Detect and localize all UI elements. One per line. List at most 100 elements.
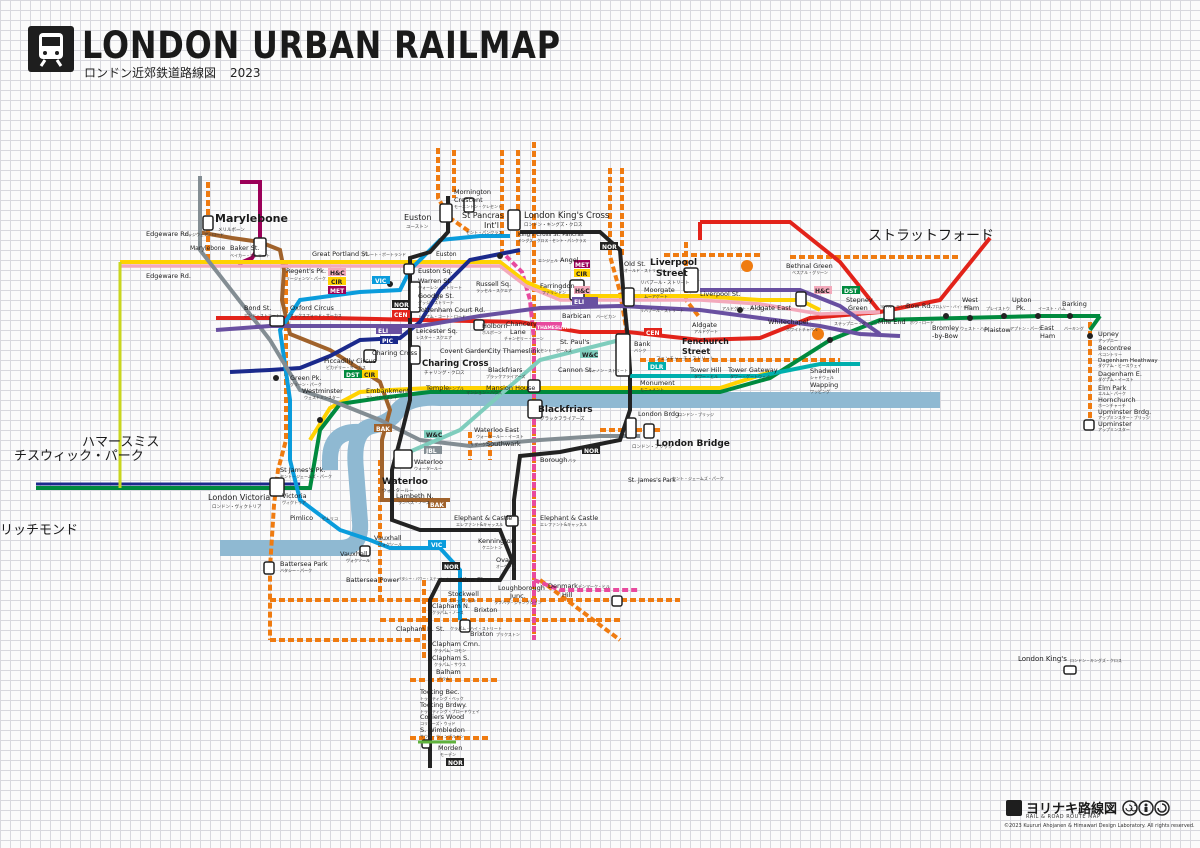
label-shadwell-jp: シャドウェル bbox=[810, 374, 834, 380]
label-elephant-1: Elephant & Castle bbox=[454, 514, 512, 522]
train-logo-icon bbox=[28, 26, 74, 72]
label-dagenham-e-jp: ダゲナム・イースト bbox=[1098, 376, 1134, 382]
label-liverpool-street-jp: リバプール・ストリート bbox=[640, 280, 690, 286]
label-vauxhall-1: Vauxhall bbox=[374, 534, 402, 542]
label-tower-gateway-jp: タワー・ゲートウェイ bbox=[730, 373, 770, 379]
label-pimlico-jp: ピムリコ bbox=[322, 516, 338, 521]
label-brixton-2: Brixton bbox=[470, 630, 493, 638]
label-baker-st: Baker St. bbox=[230, 244, 259, 252]
label-oval: Oval bbox=[496, 556, 511, 564]
badge-nor-3: NOR bbox=[602, 244, 617, 251]
badge-thameslink: THAMESLINK bbox=[537, 325, 570, 331]
label-st-james-pk-2-jp: セント・ジェームズ・パーク bbox=[672, 475, 724, 481]
label-dagenham-heathway: Dagenham Heathway bbox=[1098, 358, 1158, 364]
label-old-st: Old St. bbox=[624, 260, 646, 268]
label-hornchurch-jp: ホーンチャーチ bbox=[1098, 403, 1126, 408]
label-edgeware-1: Edgeware Rd. bbox=[146, 230, 191, 238]
footer-brand: ヨリナキ路線図 bbox=[1026, 802, 1118, 817]
label-temple: Temple bbox=[425, 384, 449, 392]
label-tottenham: Tottenham Court Rd. bbox=[417, 306, 485, 314]
overground-roundels bbox=[741, 260, 824, 340]
label-temple-jp: テンプル bbox=[448, 385, 464, 391]
label-clapham-n: Clapham N. bbox=[432, 602, 470, 610]
label-hornchurch: Hornchurch bbox=[1098, 396, 1136, 404]
label-aldgate: Aldgate bbox=[692, 321, 717, 329]
label-dagenham-e: Dagenham E. bbox=[1098, 370, 1142, 378]
label-bethnal-green: Bethnal Green bbox=[786, 262, 833, 270]
badge-dst-1: DST bbox=[346, 372, 360, 379]
label-westminster-jp: ウェストミンスター bbox=[304, 394, 340, 400]
label-elephant-2: Elephant & Castle bbox=[540, 514, 598, 522]
label-victoria: Victoria bbox=[282, 492, 307, 500]
place-chiswick-park: チスウィック・パーク bbox=[14, 449, 144, 464]
place-stratford: ストラットフォード bbox=[868, 228, 994, 244]
label-moorgate: Moorgate bbox=[644, 286, 675, 294]
label-edgeware-1-jp: エッジウェア・ロード bbox=[184, 231, 224, 237]
label-tower-hill-jp: タワー・ヒル bbox=[694, 373, 718, 379]
label-blackfriars-small-jp: ブラックフライアーズ bbox=[486, 373, 526, 379]
badge-wc-1: W&C bbox=[426, 432, 443, 439]
label-elephant-2-jp: エレファント&キャッスル bbox=[540, 522, 587, 527]
label-st-pauls-jp: セント・ポールズ bbox=[540, 347, 572, 353]
badge-wc-2: W&C bbox=[582, 352, 599, 359]
label-clapham-cmn-jp: クラパム・コモン bbox=[434, 647, 466, 653]
label-farringdon-jp: ファリンドン bbox=[542, 290, 566, 295]
label-angel-jp: エンジェル bbox=[538, 258, 558, 263]
subtitle-text: ロンドン近郊鉄道路線図 bbox=[84, 66, 217, 80]
label-becontree: Becontree bbox=[1098, 344, 1131, 352]
label-clapham-h-st-jp: クラパム・ハイ・ストリート bbox=[450, 625, 502, 631]
label-moorgate-jp: ムーアゲート bbox=[644, 293, 668, 299]
badge-cir-2: CIR bbox=[364, 372, 376, 379]
label-aldgate-east-jp: アルドゲート・イースト bbox=[722, 305, 766, 311]
label-denmark-hill-jp: デンマーク・ヒル bbox=[578, 583, 610, 589]
badge-hc-3: H&C bbox=[815, 288, 830, 295]
label-vauxhall-2-jp: ヴォクソール bbox=[346, 557, 370, 563]
label-battersea-power-jp: バタシー・パワー・ステーション bbox=[398, 576, 451, 581]
label-mornington: Mornington bbox=[454, 188, 491, 196]
label-victoria-jp: ヴィクトリア bbox=[282, 499, 306, 505]
label-liverpool-st-jp: リバプール・ストリート bbox=[640, 307, 684, 313]
label-london-brdg-small-jp: ロンドン・ブリッジ bbox=[678, 411, 714, 417]
label-tooting-bec-jp: トゥーティング・ベック bbox=[420, 695, 464, 701]
label-charing-cross-small: Charing Cross bbox=[372, 349, 418, 357]
label-brixton-2-jp: ブリクストン bbox=[496, 631, 520, 637]
label-embankment-jp: エンバンクメント bbox=[366, 394, 398, 400]
label-warren-st-jp: ウォーレン・ストリート bbox=[418, 284, 462, 290]
label-baker-st-jp: ベイカー・ストリート bbox=[230, 253, 270, 258]
label-whitechapel: Whitechapel bbox=[768, 318, 809, 326]
label-clapham-n-jp: クラパム・ノース bbox=[432, 609, 464, 615]
label-balham: Balham bbox=[436, 668, 461, 676]
label-balham-jp: バラム bbox=[438, 675, 450, 681]
badge-cir-1: CIR bbox=[331, 279, 343, 286]
label-kcsp: King's Cross St. Pancras bbox=[518, 232, 584, 238]
badge-cen-2: CEN bbox=[646, 330, 660, 337]
label-fenchurch: Fenchurch bbox=[682, 337, 729, 346]
label-pimlico: Pimlico bbox=[290, 514, 313, 522]
label-mansion-house-jp: マンション・ハウス bbox=[466, 389, 502, 395]
label-bond-st: Bond St. bbox=[244, 304, 272, 312]
label-charing-cross-jp: チャリング・クロス bbox=[424, 369, 465, 376]
label-nine-elms: Nine Elms bbox=[460, 576, 493, 584]
station-markers bbox=[202, 197, 1095, 749]
jubilee-line bbox=[198, 176, 640, 449]
label-lambeth-n-jp: ランベス・ノース bbox=[398, 499, 430, 505]
brand-logo-icon bbox=[1006, 800, 1022, 816]
label-great-portland-jp: グレート・ポートランド bbox=[362, 251, 406, 257]
label-vauxhall-2: Vauxhall bbox=[340, 550, 368, 558]
label-kennington-jp: ケニントン bbox=[482, 544, 502, 550]
label-mornington-jp: モーニントン・クレセント bbox=[454, 203, 502, 209]
label-regents-pk: Regent's Pk. bbox=[286, 267, 326, 275]
label-tooting-brdwy: Tooting Brdwy. bbox=[419, 701, 467, 709]
label-bow-rd-jp: ボウ・ロード bbox=[910, 319, 934, 325]
label-liverpool-street: Liverpool bbox=[650, 258, 697, 268]
label-edgeware-2: Edgeware Rd. bbox=[146, 272, 191, 280]
label-st-james-pk-2: St. James's Park bbox=[628, 477, 676, 484]
label-stepney-jp: ステップニー・グリーン bbox=[834, 320, 878, 326]
label-whitechapel-jp: ホワイトチャペル bbox=[786, 326, 818, 332]
label-west-ham: West bbox=[962, 296, 978, 304]
label-lambeth-n: Lambeth N. bbox=[396, 492, 434, 500]
footer: ヨリナキ路線図 RAIL & ROAD ROUTE MAP ©2023 Kuur… bbox=[1004, 798, 1195, 834]
badge-met-2: MET bbox=[575, 262, 590, 269]
label-stockwell-jp: ストックウェル bbox=[448, 597, 476, 603]
